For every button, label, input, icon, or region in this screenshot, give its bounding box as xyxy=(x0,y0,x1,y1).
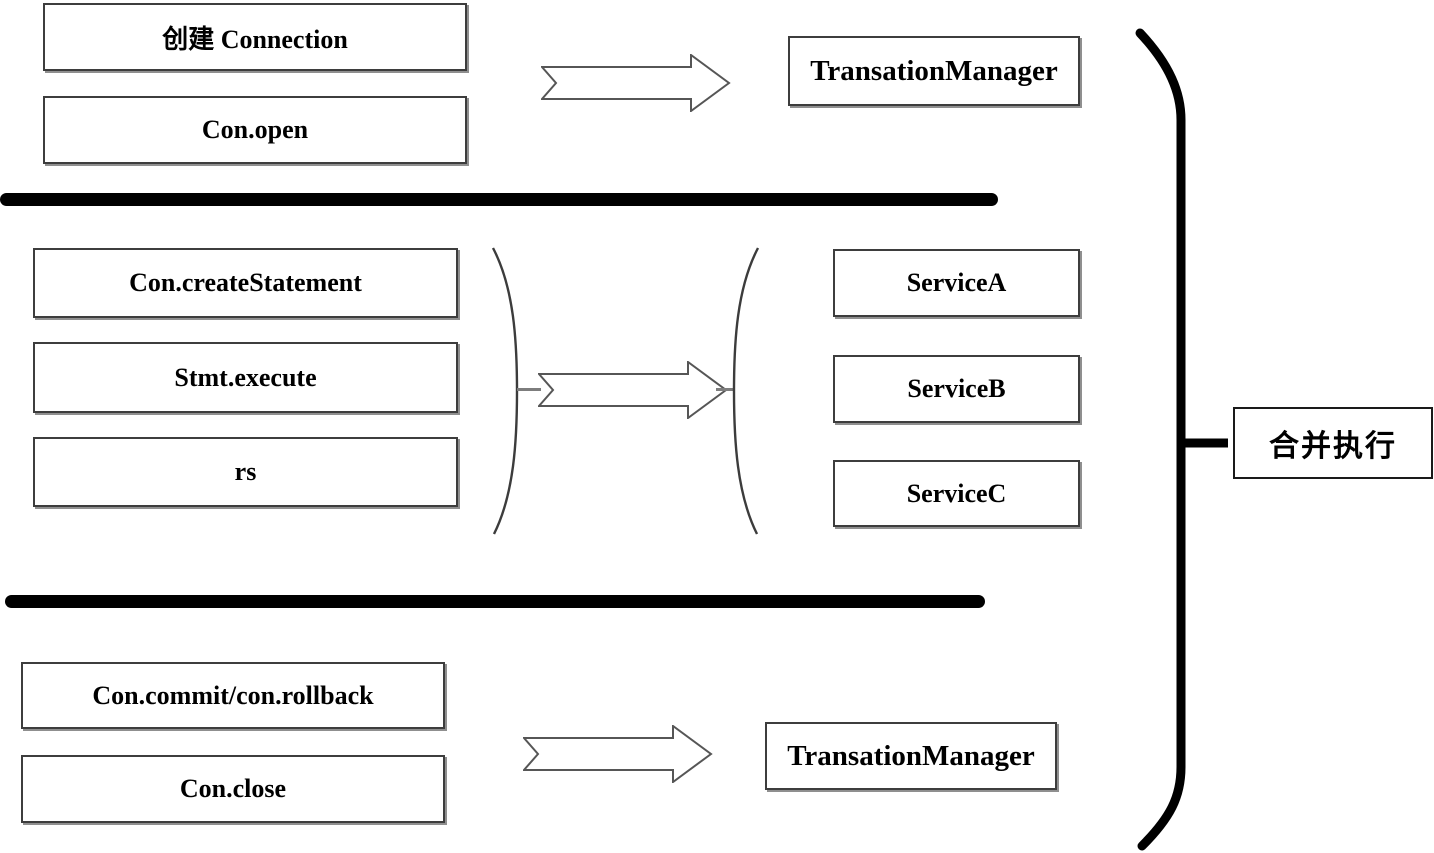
flow-arrow-icon xyxy=(541,54,731,112)
service-label: ServiceB xyxy=(907,374,1006,403)
target-box-transation-manager-bottom: TransationManager xyxy=(765,722,1057,790)
service-label: ServiceC xyxy=(906,478,1007,508)
step-box-create-connection: 创建 Connection xyxy=(43,3,467,71)
service-label: ServiceA xyxy=(906,268,1007,297)
step-label: Con.createStatement xyxy=(129,268,362,297)
step-label: Stmt.execute xyxy=(174,362,317,392)
step-box-stmt-execute: Stmt.execute xyxy=(33,342,458,413)
step-box-create-statement: Con.createStatement xyxy=(33,248,458,318)
summary-box-merge-execute: 合并执行 xyxy=(1233,407,1433,479)
target-box-transation-manager-top: TransationManager xyxy=(788,36,1080,106)
step-label: Con.open xyxy=(201,115,309,144)
target-label: TransationManager xyxy=(787,739,1035,772)
step-label: rs xyxy=(234,457,257,486)
service-box-a: ServiceA xyxy=(833,249,1080,317)
flow-arrow-icon xyxy=(523,725,713,783)
section-divider-2 xyxy=(5,595,985,608)
step-box-con-close: Con.close xyxy=(21,755,445,823)
service-box-c: ServiceC xyxy=(833,460,1080,527)
flow-arrow-icon xyxy=(538,361,728,419)
group-close-brace-icon xyxy=(491,247,519,535)
step-box-con-open: Con.open xyxy=(43,96,467,164)
summary-label: 合并执行 xyxy=(1269,430,1397,463)
connector-tick xyxy=(716,388,735,391)
step-box-rs: rs xyxy=(33,437,458,507)
merge-brace-icon xyxy=(1135,28,1228,851)
group-open-brace-icon xyxy=(732,247,760,535)
step-box-commit-rollback: Con.commit/con.rollback xyxy=(21,662,445,729)
target-label: TransationManager xyxy=(810,54,1058,87)
connector-tick xyxy=(517,388,541,391)
step-label: Con.commit/con.rollback xyxy=(92,680,374,710)
service-box-b: ServiceB xyxy=(833,355,1080,423)
step-label: 创建 Connection xyxy=(162,24,348,54)
section-divider-1 xyxy=(0,193,998,206)
step-label: Con.close xyxy=(179,774,287,803)
